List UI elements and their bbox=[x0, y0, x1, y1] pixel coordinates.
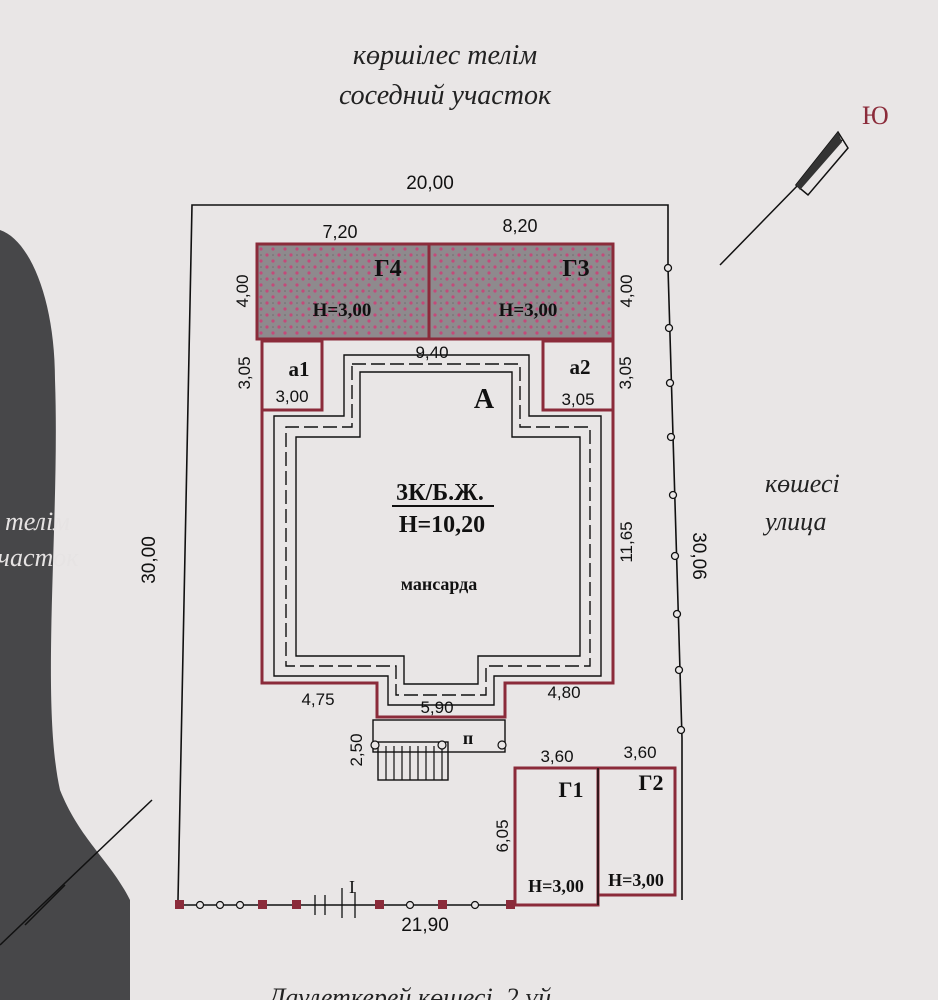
neighbor-right-ru: улица bbox=[762, 507, 827, 536]
building-g4 bbox=[255, 242, 431, 341]
gate-label: I bbox=[349, 877, 355, 897]
dim-g-height: 6,05 bbox=[493, 819, 512, 852]
dim-g4-width: 7,20 bbox=[322, 222, 357, 242]
corner-arrow-icon bbox=[0, 799, 153, 946]
building-a-inner-walls bbox=[273, 354, 602, 706]
dim-top-inner: 9,40 bbox=[415, 343, 448, 362]
neighbor-left-ru: участок bbox=[0, 543, 79, 572]
porch-label: п bbox=[463, 728, 473, 748]
dim-right-body: 11,65 bbox=[617, 521, 636, 562]
dim-bottom-right: 4,80 bbox=[547, 683, 580, 702]
neighbor-right-kz: көшесі bbox=[765, 469, 840, 498]
g4-label: Г4 bbox=[374, 256, 401, 282]
neighbor-top-ru: соседний участок bbox=[339, 80, 552, 111]
compass-label: Ю bbox=[862, 101, 889, 130]
dim-g3-height: 4,00 bbox=[617, 274, 636, 307]
dim-porch-height: 2,50 bbox=[347, 733, 366, 766]
compass-arrow-icon bbox=[719, 130, 849, 266]
fence-markers-right bbox=[663, 263, 686, 735]
dim-g1-width: 3,60 bbox=[540, 747, 573, 766]
g1-height: H=3,00 bbox=[528, 876, 584, 896]
g3-label: Г3 bbox=[562, 256, 589, 282]
dim-a2-height: 3,05 bbox=[616, 356, 635, 389]
dim-a1-width: 3,00 bbox=[275, 387, 308, 406]
dim-left: 30,00 bbox=[139, 536, 160, 584]
dim-g2-width: 3,60 bbox=[623, 743, 656, 762]
a2-label: а2 bbox=[570, 355, 591, 379]
dim-bottom-mid: 5,90 bbox=[420, 698, 453, 717]
dim-bottom: 21,90 bbox=[401, 915, 449, 936]
dim-a2-width: 3,05 bbox=[561, 390, 594, 409]
dim-top: 20,00 bbox=[406, 173, 454, 194]
neighbor-left-kz: телім bbox=[5, 507, 70, 536]
dim-right: 30,06 bbox=[688, 532, 709, 580]
building-a2 bbox=[541, 339, 615, 412]
dim-g4-height: 4,00 bbox=[233, 274, 252, 307]
building-a-mansard-line bbox=[285, 363, 591, 696]
building-a-letter: А bbox=[474, 384, 495, 415]
street-address: Даулеткерей көшесі, 2 үй bbox=[266, 983, 551, 1000]
dim-bottom-left: 4,75 bbox=[301, 690, 334, 709]
building-a-note: мансарда bbox=[401, 574, 478, 594]
building-a1 bbox=[260, 339, 324, 412]
shadow-area bbox=[0, 230, 130, 1000]
building-a-floors: 3К/Б.Ж. bbox=[396, 480, 484, 506]
g2-label: Г2 bbox=[639, 770, 664, 795]
a1-label: а1 bbox=[289, 357, 310, 381]
porch bbox=[370, 719, 507, 781]
building-g3 bbox=[427, 242, 615, 341]
g4-height: H=3,00 bbox=[313, 300, 372, 321]
building-a-height: H=10,20 bbox=[399, 512, 485, 538]
g2-height: H=3,00 bbox=[608, 870, 664, 890]
g1-label: Г1 bbox=[559, 777, 584, 802]
g3-height: H=3,00 bbox=[499, 300, 558, 321]
dim-g3-width: 8,20 bbox=[502, 216, 537, 236]
fence-bottom bbox=[175, 888, 515, 918]
neighbor-top-kz: көршілес телім bbox=[353, 40, 537, 71]
dim-a1-height: 3,05 bbox=[235, 356, 254, 389]
plot-boundary bbox=[177, 204, 683, 901]
building-a-room bbox=[295, 371, 581, 685]
